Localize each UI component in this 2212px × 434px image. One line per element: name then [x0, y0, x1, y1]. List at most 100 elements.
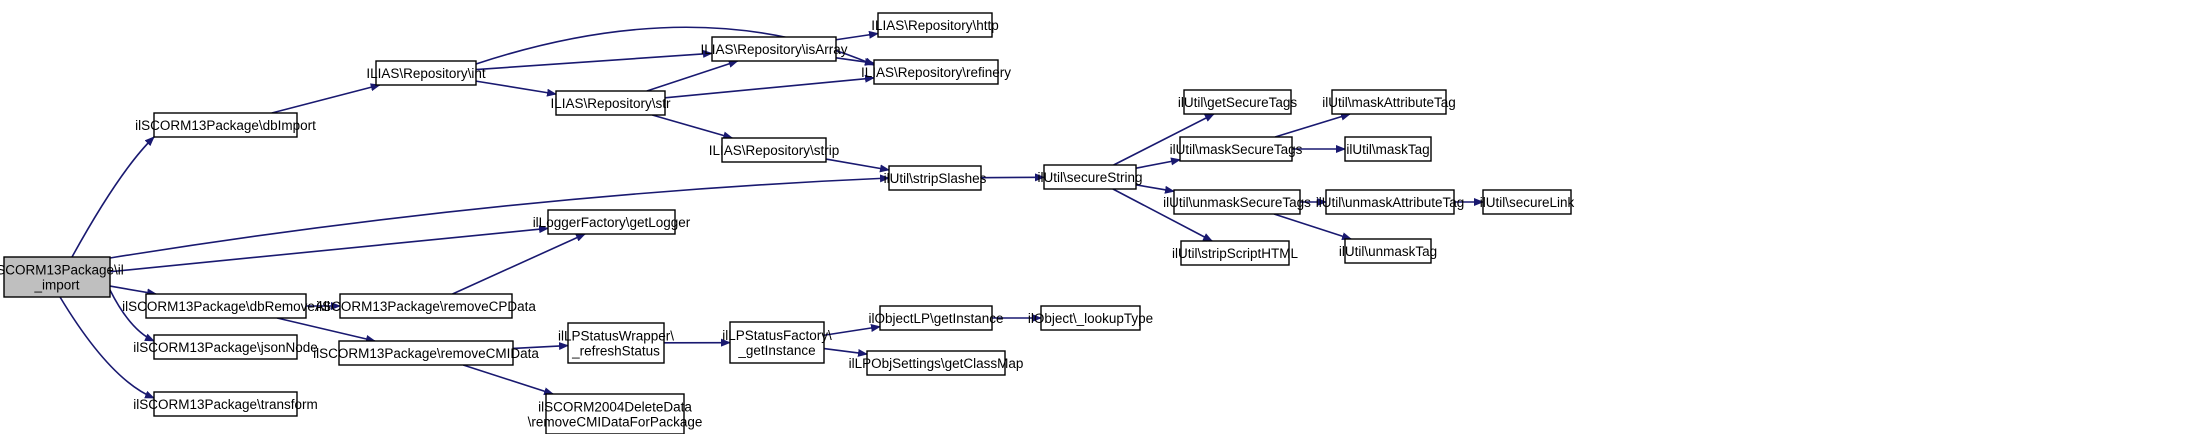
node-box[interactable]	[1183, 89, 1292, 115]
node-maskSecureTags[interactable]: ilUtil\maskSecureTags	[1170, 136, 1303, 162]
node-repoStr[interactable]: ILIAS\Repository\str	[550, 90, 671, 116]
edge-dbImport-to-repoInt	[271, 83, 381, 114]
node-label: ilObjectLP\getInstance	[868, 311, 1003, 326]
node-repoInt[interactable]: ILIAS\Repository\int	[366, 60, 486, 86]
edge-repoStrip-to-stripSlashes	[825, 158, 890, 173]
edge-root-to-getLogger	[109, 225, 549, 273]
node-repoRefinery[interactable]: ILIAS\Repository\refinery	[861, 59, 1011, 85]
node-label: ilUtil\secureLink	[1480, 195, 1575, 210]
node-box[interactable]	[866, 350, 1006, 376]
node-box[interactable]	[873, 59, 999, 85]
node-label: ilSCORM13Package\removeCPData	[316, 299, 536, 314]
node-label: ILIAS\Repository\str	[550, 96, 671, 111]
edge-removeCPData-to-getLogger	[452, 233, 586, 295]
edge-secureString-to-getSecureTags	[1113, 113, 1215, 166]
node-unmaskTag[interactable]: ilUtil\unmaskTag	[1339, 238, 1437, 264]
node-root[interactable]: ilSCORM13Package\il_import	[0, 256, 124, 298]
edge-secureString-to-maskSecureTags	[1135, 157, 1181, 169]
node-box[interactable]	[1325, 189, 1455, 215]
edge-repoIsArray-to-repoHttp	[835, 30, 879, 41]
edge-root-to-dbRemoveAll	[109, 285, 158, 297]
node-label: ilSCORM13Package\jsonNode	[133, 340, 318, 355]
node-label: ilUtil\unmaskAttributeTag	[1316, 195, 1465, 210]
node-label: ilLPObjSettings\getClassMap	[849, 356, 1024, 371]
node-unmaskSecureTags[interactable]: ilUtil\unmaskSecureTags	[1163, 189, 1311, 215]
node-dbRemoveAll[interactable]: ilSCORM13Package\dbRemoveAll	[122, 293, 330, 319]
edge-repoInt-to-repoStr	[475, 80, 557, 97]
node-box[interactable]	[338, 340, 514, 366]
node-box[interactable]	[1040, 305, 1141, 331]
node-box[interactable]	[1173, 189, 1301, 215]
edge-secureString-to-stripScriptHTML	[1112, 188, 1213, 242]
node-label: ilUtil\maskTag	[1346, 142, 1429, 157]
node-getLogger[interactable]: ilLoggerFactory\getLogger	[533, 209, 691, 235]
node-box[interactable]	[879, 305, 993, 331]
node-box[interactable]	[545, 393, 685, 434]
node-maskTag[interactable]: ilUtil\maskTag	[1344, 136, 1432, 162]
node-box[interactable]	[375, 60, 477, 86]
node-box[interactable]	[1043, 164, 1137, 190]
node-stripScriptHTML[interactable]: ilUtil\stripScriptHTML	[1172, 240, 1299, 266]
node-box[interactable]	[547, 209, 676, 235]
node-box[interactable]	[153, 391, 298, 417]
node-label: ILIAS\Repository\int	[366, 66, 486, 81]
node-stripSlashes[interactable]: ilUtil\stripSlashes	[884, 165, 987, 191]
node-box[interactable]	[555, 90, 666, 116]
node-statusFactory[interactable]: ilLPStatusFactory\_getInstance	[722, 321, 832, 364]
node-box[interactable]	[721, 137, 827, 163]
node-dbImport[interactable]: ilSCORM13Package\dbImport	[135, 112, 316, 138]
node-refreshStatus[interactable]: ilLPStatusWrapper\_refreshStatus	[558, 322, 674, 364]
node-repoStrip[interactable]: ILIAS\Repository\strip	[709, 137, 840, 163]
node-getClassMap[interactable]: ilLPObjSettings\getClassMap	[849, 350, 1024, 376]
edge-repoStr-to-repoIsArray	[646, 60, 739, 92]
node-box[interactable]	[1344, 238, 1432, 264]
node-box[interactable]	[3, 256, 111, 298]
node-label: ilLoggerFactory\getLogger	[533, 215, 691, 230]
node-label: ilSCORM13Package\dbImport	[135, 118, 316, 133]
node-box[interactable]	[877, 12, 993, 38]
node-label: ilSCORM13Package\removeCMIData	[313, 346, 539, 361]
node-box[interactable]	[567, 322, 665, 364]
node-repoIsArray[interactable]: ILIAS\Repository\isArray	[700, 36, 848, 62]
node-box[interactable]	[1180, 240, 1290, 266]
node-layer: ilSCORM13Package\il_importilSCORM13Packa…	[0, 12, 1575, 434]
node-label: ilSCORM13Package\transform	[133, 397, 318, 412]
node-removeCMIData[interactable]: ilSCORM13Package\removeCMIData	[313, 340, 539, 366]
node-box[interactable]	[711, 36, 837, 62]
node-box[interactable]	[153, 334, 298, 360]
node-maskAttributeTag[interactable]: ilUtil\maskAttributeTag	[1322, 89, 1456, 115]
node-transform[interactable]: ilSCORM13Package\transform	[133, 391, 318, 417]
edge-maskSecureTags-to-maskAttributeTag	[1274, 112, 1351, 138]
node-label: ilUtil\stripSlashes	[884, 171, 987, 186]
node-scorm2004Delete[interactable]: ilSCORM2004DeleteData\removeCMIDataForPa…	[528, 393, 703, 434]
node-repoHttp[interactable]: ILIAS\Repository\http	[871, 12, 999, 38]
node-box[interactable]	[1482, 189, 1572, 215]
node-secureString[interactable]: ilUtil\secureString	[1037, 164, 1143, 190]
node-box[interactable]	[153, 112, 298, 138]
node-label: ilUtil\maskSecureTags	[1170, 142, 1303, 157]
node-lookupType[interactable]: ilObject\_lookupType	[1028, 305, 1153, 331]
node-label: ilUtil\unmaskSecureTags	[1163, 195, 1311, 210]
edge-removeCMIData-to-scorm2004Delete	[462, 364, 554, 396]
node-getSecureTags[interactable]: ilUtil\getSecureTags	[1178, 89, 1298, 115]
node-removeCPData[interactable]: ilSCORM13Package\removeCPData	[316, 293, 536, 319]
node-label: ilLPStatusWrapper\	[558, 329, 674, 344]
node-box[interactable]	[1344, 136, 1432, 162]
edge-dbRemoveAll-to-removeCMIData	[276, 317, 376, 343]
node-label: ILIAS\Repository\refinery	[861, 65, 1011, 80]
node-box[interactable]	[729, 321, 825, 364]
node-label: _import	[33, 278, 79, 293]
node-box[interactable]	[339, 293, 513, 319]
node-unmaskAttributeTag[interactable]: ilUtil\unmaskAttributeTag	[1316, 189, 1465, 215]
node-box[interactable]	[888, 165, 982, 191]
node-jsonNode[interactable]: ilSCORM13Package\jsonNode	[133, 334, 318, 360]
node-secureLink[interactable]: ilUtil\secureLink	[1480, 189, 1575, 215]
node-label: ilSCORM13Package\il	[0, 263, 124, 278]
edge-layer	[59, 26, 1484, 399]
node-box[interactable]	[145, 293, 307, 319]
node-box[interactable]	[1179, 136, 1293, 162]
node-box[interactable]	[1331, 89, 1447, 115]
node-label: ILIAS\Repository\isArray	[700, 42, 847, 57]
node-objectLP[interactable]: ilObjectLP\getInstance	[868, 305, 1004, 331]
node-label: ilObject\_lookupType	[1028, 311, 1153, 326]
